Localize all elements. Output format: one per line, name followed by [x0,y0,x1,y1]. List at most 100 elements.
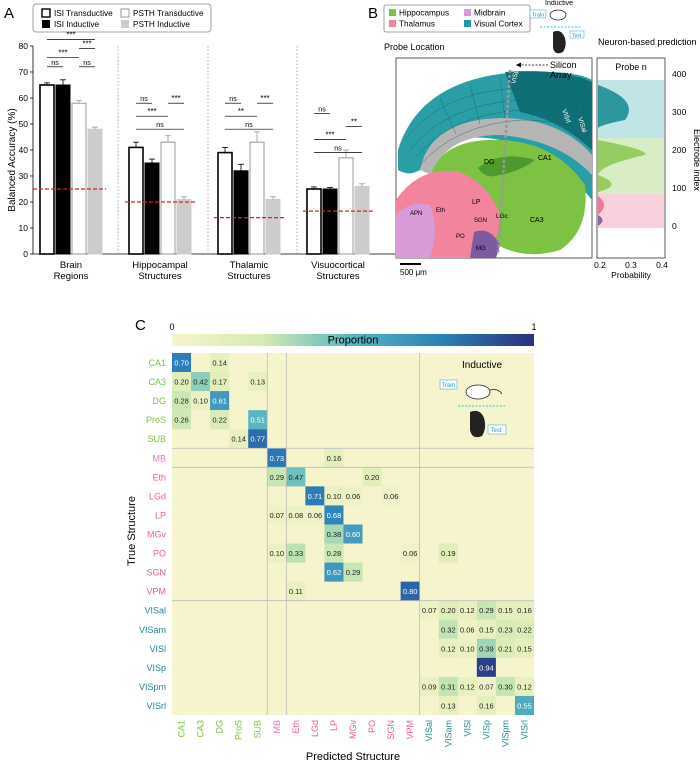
y-tick-label-60: 60 [19,93,29,103]
heatmap-value-VISal-VISam: 0.20 [441,606,456,615]
electrode-tick-0: 0 [672,221,677,231]
col-label-VISp: VISp [481,720,491,740]
category-label-2-1: Structures [227,271,271,282]
row-label-LGd: LGd [149,491,166,501]
heatmap-cell-VISpm-VISrl [514,676,534,696]
scale-bar-label: 500 μm [400,268,427,277]
significance-label: ns [51,60,59,67]
dentate-gyrus [478,156,535,177]
row-label-VISpm: VISpm [139,682,166,692]
heatmap-cell-VISam-VISpm [495,619,515,639]
col-label-VISl: VISl [462,720,472,737]
region-label-mg: MG [476,246,486,252]
heatmap-value-VPM-Eth: 0.11 [289,587,303,596]
col-label-ProS: ProS [234,720,244,740]
heatmap-cell-MB-LP [324,448,344,468]
heatmap-value-SUB-ProS: 0.14 [231,435,246,444]
bar-psth-inductive-1 [176,198,192,255]
y-tick-label-40: 40 [19,145,29,155]
heatmap-value-VISam-VISp: 0.15 [479,625,494,634]
significance-label: ns [245,122,253,129]
heatmap-value-LGd-LP: 0.10 [327,492,342,501]
probe-n-title: Probe n [615,62,647,72]
region-label-vispm: VISpm [484,64,504,71]
col-label-VISrl: VISrl [519,720,529,740]
heatmap-cell-VISl-VISp [476,638,496,658]
heatmap-value-VISpm-VISrl: 0.12 [517,682,532,691]
row-label-SGN: SGN [146,568,166,578]
heatmap-value-MGv-LP: 0.38 [327,530,342,539]
col-label-MGv: MGv [348,720,358,739]
y-tick-label-80: 80 [19,41,29,51]
heatmap-cell-ProS-SUB [248,410,268,430]
electrode-index-label: Electrode index [692,129,700,192]
heatmap-cell-VISrl-VISp [476,695,496,715]
heatmap-value-MGv-MGv: 0.60 [346,530,361,539]
significance-label: ns [229,96,237,103]
bar-psth-inductive-3 [354,185,370,255]
visual-cortex-highlight [505,71,592,150]
hippocampus-region [430,139,586,255]
heatmap-cell-LP-LP [324,505,344,525]
heatmap-cell-DG-CA1 [172,391,192,411]
heatmap-value-SUB-SUB: 0.77 [250,435,265,444]
bar-isi-transductive-1 [128,146,144,255]
row-label-VISal: VISal [144,606,166,616]
heatmap-cell-VISal-VISl [457,600,477,620]
significance-label: ns [140,96,148,103]
heatmap-value-VISal-VISrl: 0.16 [517,606,532,615]
heatmap-value-VISam-VISpm: 0.23 [498,625,513,634]
heatmap-value-Eth-MB: 0.29 [269,473,284,482]
row-label-MGv: MGv [147,530,166,540]
heatmap-cell-ProS-DG [210,410,230,430]
col-label-SGN: SGN [386,720,396,740]
heatmap-value-VISpm-VISam: 0.31 [441,682,456,691]
row-label-SUB: SUB [147,434,166,444]
electrode-tick-400: 400 [672,69,686,79]
row-label-VISam: VISam [139,625,166,635]
row-label-CA1: CA1 [148,358,166,368]
heatmap-cell-DG-DG [210,391,230,411]
row-label-VISl: VISl [149,644,166,654]
row-label-MB: MB [153,453,167,463]
significance-label: ns [156,122,164,129]
heatmap-inductive-label: Inductive [462,360,502,371]
significance-label: ** [238,107,244,116]
heatmap-value-VISal-VISl: 0.12 [460,606,475,615]
heatmap-value-CA1-CA1: 0.70 [174,359,189,368]
heatmap-value-ProS-SUB: 0.51 [250,416,265,425]
silicon-label-line2: Array [550,70,572,80]
heatmap-cell-VISam-VISl [457,619,477,639]
heatmap-value-VISpm-VISal: 0.09 [422,682,437,691]
significance-label: *** [325,131,334,140]
heatmap-value-VISrl-VISam: 0.13 [441,701,456,710]
y-tick-label-50: 50 [19,119,29,129]
region-label-po: PO [456,234,465,240]
col-label-CA3: CA3 [196,720,206,738]
heatmap-value-LP-LP: 0.68 [327,511,342,520]
bar-psth-inductive-2 [265,198,281,255]
heatmap-cell-SGN-MGv [343,562,363,582]
heatmap-value-ProS-DG: 0.22 [212,416,227,425]
row-label-ProS: ProS [146,415,166,425]
heatmap-value-LGd-SGN: 0.06 [384,492,399,501]
heatmap-cell-CA3-DG [210,372,230,392]
heatmap-cell-LP-Eth [286,505,306,525]
region-label-visal: VISal [576,116,588,133]
legend-label-midbrain: Midbrain [474,9,506,18]
heatmap-cell-VISpm-VISam [438,676,458,696]
bar-isi-inductive-1 [144,162,160,255]
heatmap-value-VISal-VISal: 0.07 [422,606,437,615]
region-label-eth: Eth [436,208,445,214]
heatmap-value-PO-LP: 0.28 [327,549,342,558]
legend-label-thalamus: Thalamus [399,20,435,29]
train-tag-label: Train [532,13,544,19]
heatmap-cell-VISam-VISam [438,619,458,639]
heatmap-value-LP-MB: 0.07 [269,511,284,520]
row-label-Eth: Eth [152,472,166,482]
heatmap-cell-CA1-CA1 [172,353,192,373]
mg-region [470,230,500,258]
region-label-visam: VISam [462,65,482,72]
colorbar-tick-1: 1 [531,322,536,332]
panel-b-legend: Hippocampus Midbrain Thalamus Visual Cor… [383,4,531,33]
